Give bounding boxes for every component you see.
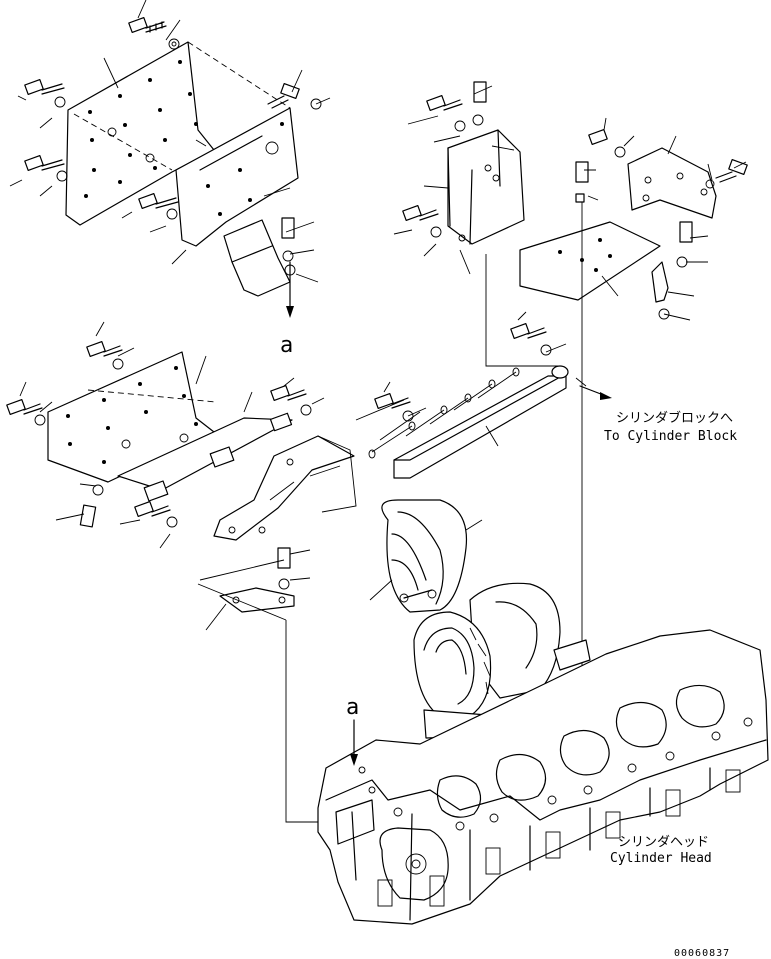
cylinder-head-label-en: Cylinder Head bbox=[610, 851, 712, 866]
turbocharger-group bbox=[369, 499, 591, 739]
cylinder-head-group: a bbox=[317, 629, 769, 925]
cylinder-head-label-jp: シリンダヘッド bbox=[618, 835, 709, 850]
ref-a-lower: a bbox=[346, 695, 359, 720]
upper-right-bracket-group bbox=[393, 81, 748, 668]
upper-left-bracket-group: a bbox=[9, 0, 331, 358]
drawing-number: 00060837 bbox=[674, 948, 730, 959]
middle-right-rail-group bbox=[355, 311, 612, 479]
cylinder-block-label-en: To Cylinder Block bbox=[604, 429, 737, 444]
middle-left-bracket-group bbox=[6, 321, 357, 823]
cylinder-block-label-jp: シリンダブロックへ bbox=[616, 410, 733, 426]
ref-a-upper: a bbox=[280, 333, 293, 358]
